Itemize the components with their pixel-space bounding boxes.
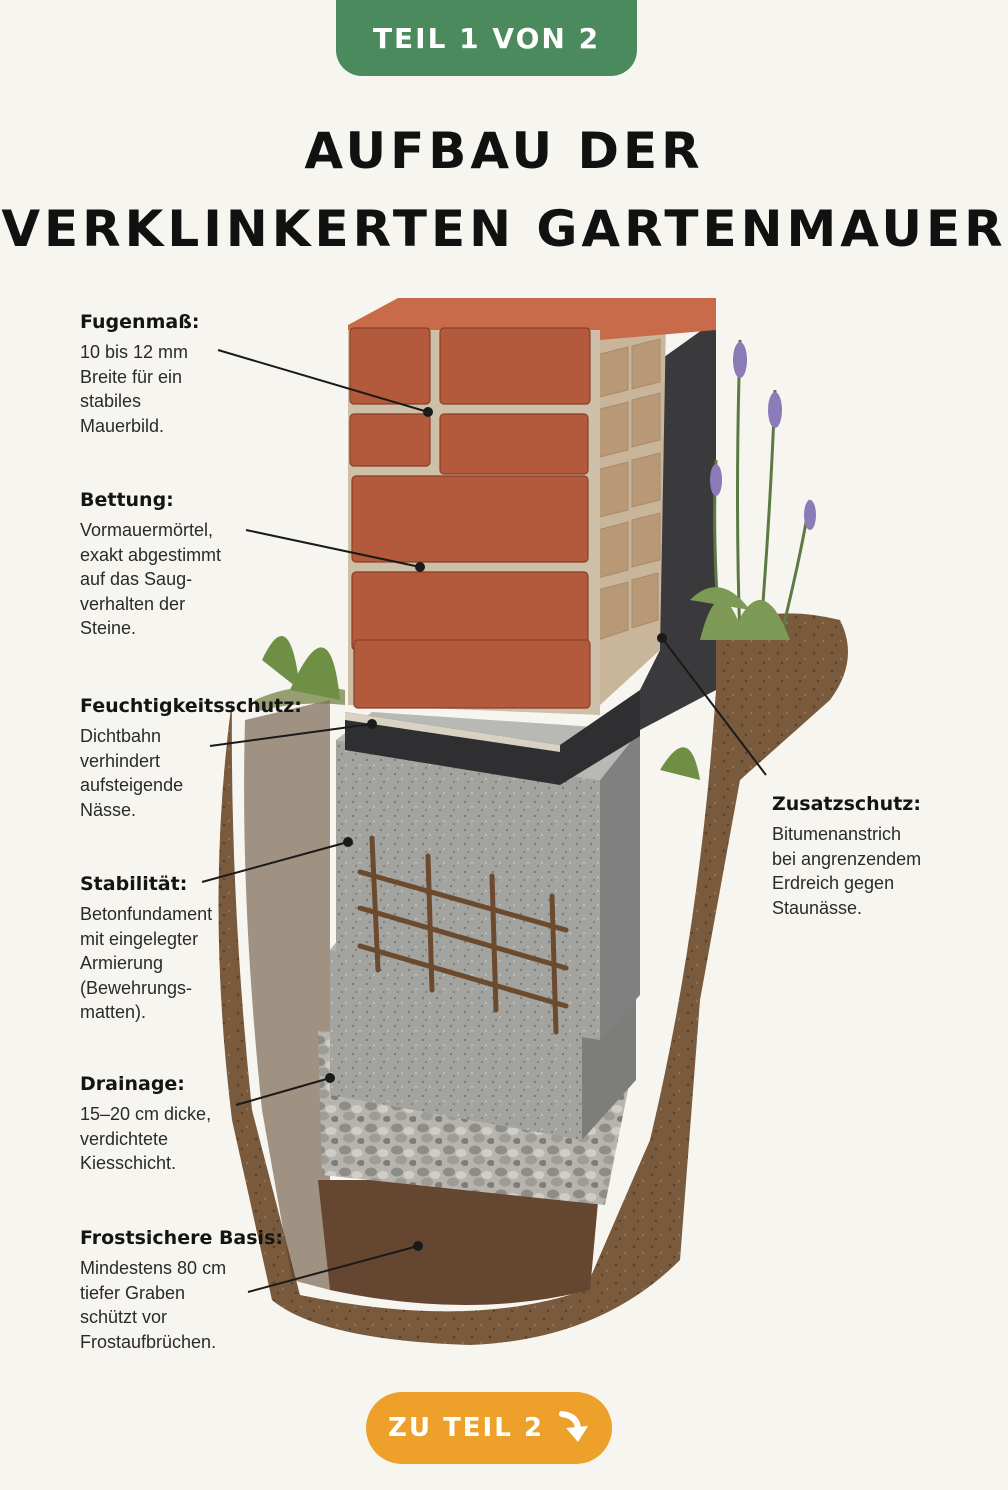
grass-tuft-right	[660, 747, 700, 780]
title-line-1: AUFBAU DER	[304, 122, 704, 180]
label-drainage-heading: Drainage:	[80, 1073, 185, 1095]
leader-line-frostsichere-basis	[247, 1241, 423, 1293]
part-badge: TEIL 1 VON 2	[336, 0, 637, 76]
grass-tuft-left	[262, 636, 340, 700]
label-fugenmass: Fugenmaß: 10 bis 12 mm Breite für ein st…	[80, 310, 300, 438]
next-part-button-label: ZU TEIL 2	[388, 1413, 544, 1443]
rebar-mesh	[357, 835, 569, 1035]
page-title: AUFBAU DER VERKLINKERTEN GARTENMAUER	[0, 112, 1008, 268]
bitumen-coating	[640, 320, 716, 730]
leader-line-feuchtigkeitsschutz	[209, 719, 377, 747]
leader-line-fugenmass	[217, 349, 433, 417]
leader-line-bettung	[245, 529, 425, 572]
label-frostsichere-basis: Frostsichere Basis: Mindestens 80 cm tie…	[80, 1226, 310, 1354]
label-zusatzschutz-heading: Zusatzschutz:	[772, 793, 921, 815]
leader-line-drainage	[235, 1073, 335, 1106]
label-bettung-heading: Bettung:	[80, 489, 174, 511]
label-stabilitaet-heading: Stabilität:	[80, 873, 188, 895]
label-bettung-text: Vormauermörtel, exakt abgestimmt auf das…	[80, 520, 222, 638]
lavender-plant	[690, 339, 816, 641]
label-frostsichere-basis-heading: Frostsichere Basis:	[80, 1227, 283, 1249]
label-zusatzschutz: Zusatzschutz: Bitumenanstrich bei angren…	[772, 792, 982, 920]
title-line-2: VERKLINKERTEN GARTENMAUER	[1, 200, 1007, 258]
label-feuchtigkeitsschutz: Feuchtigkeitsschutz: Dichtbahn verhinder…	[80, 694, 320, 822]
brick-wall-front	[348, 327, 600, 715]
label-zusatzschutz-text: Bitumenanstrich bei angrenzendem Erdreic…	[772, 824, 922, 918]
leader-line-zusatzschutz	[657, 633, 767, 776]
arrow-down-right-icon	[558, 1411, 588, 1442]
membrane-edge	[345, 712, 560, 752]
label-stabilitaet: Stabilität: Betonfundament mit eingelegt…	[80, 872, 300, 1025]
next-part-button[interactable]: ZU TEIL 2	[366, 1392, 612, 1464]
brick-wall-top	[348, 298, 716, 340]
label-feuchtigkeitsschutz-text: Dichtbahn verhindert aufsteigende Nässe.	[80, 726, 184, 820]
frost-safe-base-layer	[318, 1180, 600, 1305]
label-frostsichere-basis-text: Mindestens 80 cm tiefer Graben schützt v…	[80, 1258, 227, 1352]
label-fugenmass-heading: Fugenmaß:	[80, 311, 200, 333]
label-feuchtigkeitsschutz-heading: Feuchtigkeitsschutz:	[80, 695, 302, 717]
label-drainage: Drainage: 15–20 cm dicke, verdichtete Ki…	[80, 1072, 300, 1176]
leader-line-stabilitaet	[201, 837, 353, 883]
brick-wall-side	[592, 320, 666, 705]
label-bettung: Bettung: Vormauermörtel, exakt abgestimm…	[80, 488, 300, 641]
label-fugenmass-text: 10 bis 12 mm Breite für ein stabiles Mau…	[80, 342, 189, 436]
label-stabilitaet-text: Betonfundament mit eingelegter Armierung…	[80, 904, 213, 1022]
label-drainage-text: 15–20 cm dicke, verdichtete Kiesschicht.	[80, 1104, 212, 1173]
